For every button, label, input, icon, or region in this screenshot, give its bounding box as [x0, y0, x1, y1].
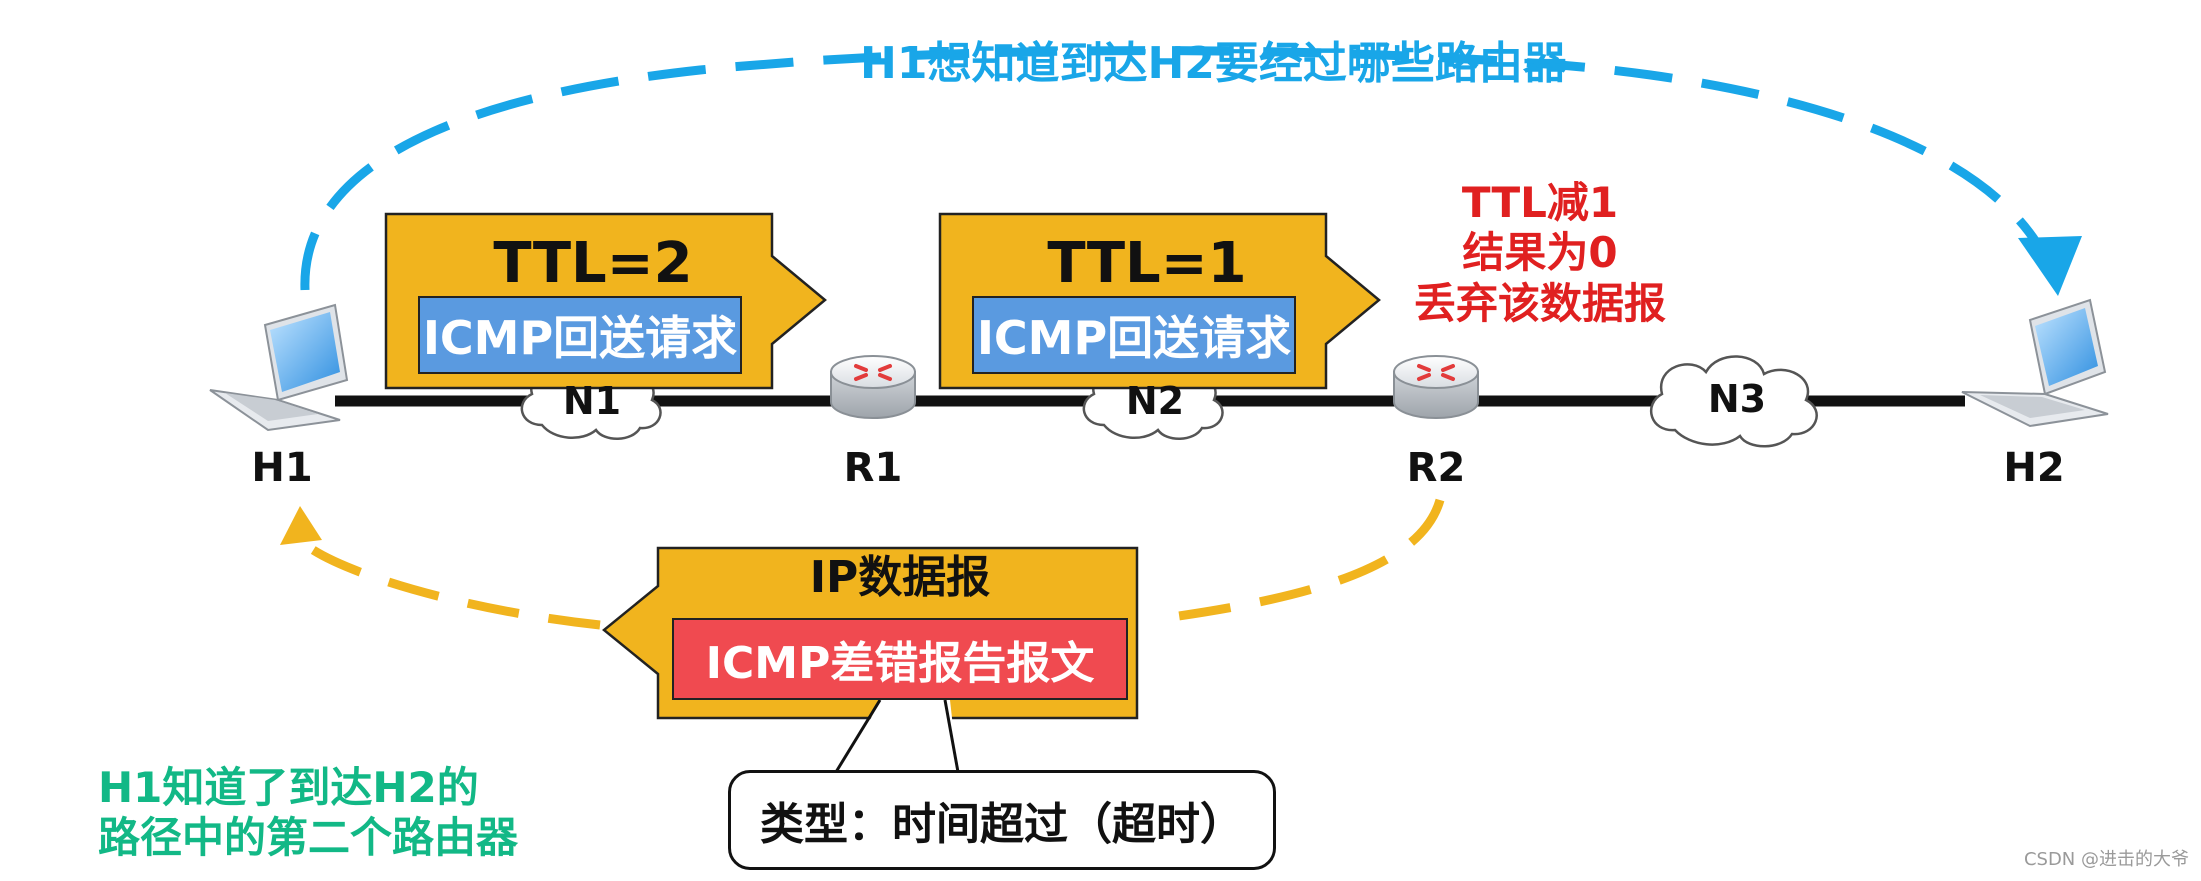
- r2-note-line2: 结果为0: [1462, 228, 1618, 278]
- return-arc-arrow: [280, 498, 1445, 630]
- packet1-ttl: TTL=2: [493, 231, 693, 296]
- conclusion-line1: H1知道了到达H2的: [98, 763, 479, 812]
- host-h2: [1961, 298, 2109, 428]
- packet1-content: ICMP回送请求: [418, 296, 742, 374]
- host-h1: [209, 303, 349, 432]
- packet2-content: ICMP回送请求: [972, 296, 1296, 374]
- watermark: CSDN @进击的大爷: [2023, 849, 2189, 870]
- cloud-icon: [1650, 355, 1818, 448]
- node-label-h1: H1: [251, 445, 313, 491]
- callout-pointer: [844, 700, 958, 772]
- r2-note-line3: 丢弃该数据报: [1413, 278, 1666, 328]
- conclusion-line2: 路径中的第二个路由器: [98, 813, 519, 863]
- network-label-n3: N3: [1707, 377, 1767, 421]
- router-r2: [1393, 355, 1479, 419]
- laptop-icon: [209, 303, 349, 432]
- error-type-callout: 类型：时间超过（超时）: [728, 770, 1276, 870]
- conclusion-text: H1知道了到达H2的 路径中的第二个路由器: [98, 763, 518, 864]
- return-packet-content: ICMP差错报告报文: [672, 618, 1128, 700]
- router-r1: [830, 355, 916, 419]
- network-cloud-n3: [1650, 355, 1818, 448]
- node-label-h2: H2: [2003, 445, 2065, 491]
- goal-text: H1想知道到达H2要经过哪些路由器: [860, 38, 1567, 89]
- packet2-ttl: TTL=1: [1047, 231, 1247, 296]
- network-label-n1: N1: [562, 379, 622, 423]
- return-packet-title: IP数据报: [809, 552, 991, 603]
- return-arrowhead: [280, 506, 322, 545]
- node-label-r2: R2: [1406, 445, 1466, 491]
- router-icon: [830, 355, 916, 419]
- node-label-r1: R1: [843, 445, 903, 491]
- r2-note-line1: TTL减1: [1461, 178, 1619, 227]
- router-icon: [1393, 355, 1479, 419]
- goal-arc-arrow: [300, 46, 2082, 296]
- goal-arrowhead: [2018, 236, 2082, 296]
- network-label-n2: N2: [1125, 379, 1185, 423]
- r2-note: TTL减1 结果为0 丢弃该数据报: [1390, 178, 1690, 329]
- laptop-icon: [1961, 298, 2109, 428]
